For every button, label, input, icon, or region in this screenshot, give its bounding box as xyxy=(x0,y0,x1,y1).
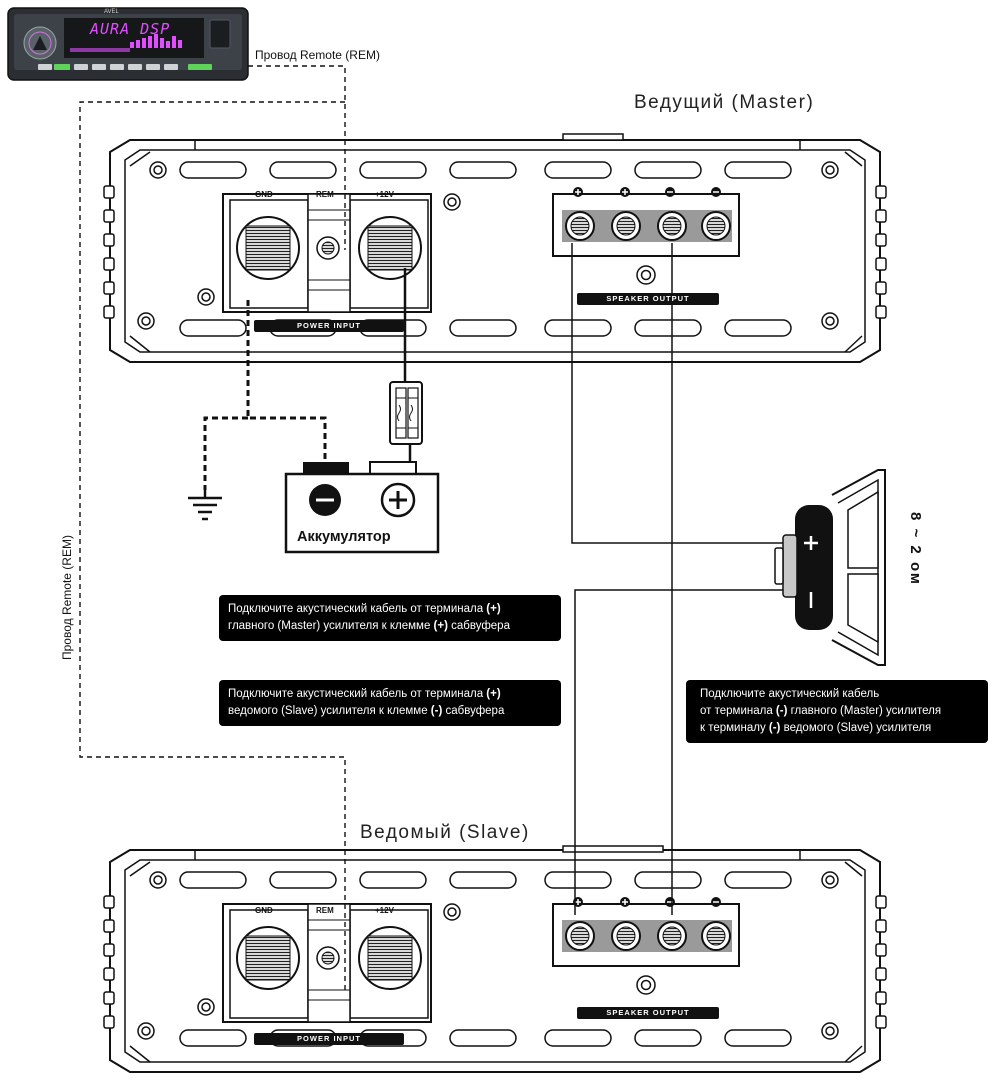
slave-amplifier xyxy=(103,849,887,1073)
speaker-wires xyxy=(571,243,785,915)
remote-wire xyxy=(79,65,346,990)
battery-label: Аккумулятор xyxy=(297,529,391,545)
note-master-minus-slave-minus: Подключите акустический кабель от термин… xyxy=(686,680,988,743)
slave-gnd-label: GND xyxy=(255,906,273,915)
head-unit-screen-text: AURA DSP xyxy=(90,20,171,38)
battery xyxy=(284,461,440,554)
remote-wire-label-top: Провод Remote (REM) xyxy=(255,48,380,62)
subwoofer xyxy=(774,469,886,666)
fuse-holder xyxy=(389,381,423,445)
impedance-label: 8 ~ 2 ом xyxy=(907,512,924,587)
master-top-tab xyxy=(562,133,624,141)
slave-rem-label: REM xyxy=(316,906,334,915)
slave-power-input-label: POWER INPUT xyxy=(254,1033,404,1045)
master-12v-label: +12V xyxy=(375,190,394,199)
master-title: Ведущий (Master) xyxy=(634,92,815,113)
remote-wire-label-side: Провод Remote (REM) xyxy=(60,535,74,660)
head-unit-brand: AVEL xyxy=(104,9,119,15)
master-gnd-label: GND xyxy=(255,190,273,199)
head-unit xyxy=(7,7,249,81)
ground-symbol xyxy=(188,490,222,521)
note-master-plus: Подключите акустический кабель от термин… xyxy=(219,595,561,641)
master-power-input-label: POWER INPUT xyxy=(254,320,404,332)
slave-title: Ведомый (Slave) xyxy=(360,822,530,843)
note-slave-plus: Подключите акустический кабель от термин… xyxy=(219,680,561,726)
slave-12v-label: +12V xyxy=(375,906,394,915)
master-amplifier xyxy=(103,139,887,363)
slave-top-tab xyxy=(562,845,664,853)
master-rem-label: REM xyxy=(316,190,334,199)
master-speaker-output-label: SPEAKER OUTPUT xyxy=(577,293,719,305)
slave-speaker-output-label: SPEAKER OUTPUT xyxy=(577,1007,719,1019)
ground-wire xyxy=(203,300,327,490)
